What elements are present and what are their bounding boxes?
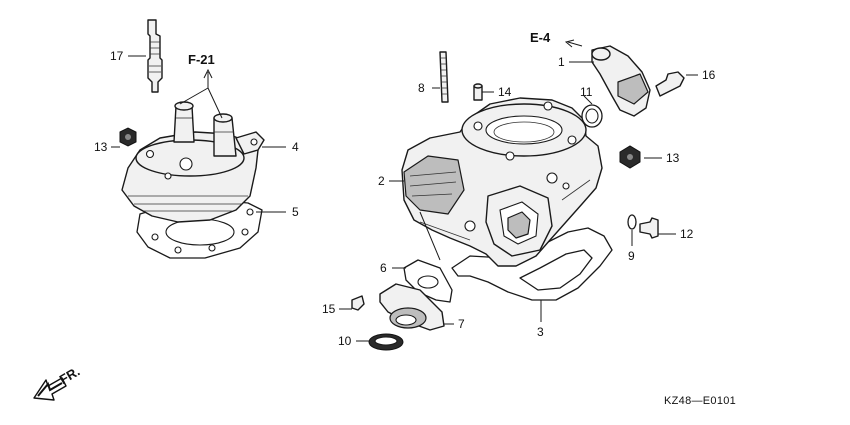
stud-bolt-group — [439, 51, 449, 103]
callout-10: 10 — [338, 334, 352, 348]
washer-bolt-group — [627, 214, 659, 239]
nut-13-right-group — [619, 145, 641, 169]
ref-e4-label: E-4 — [530, 30, 551, 45]
callout-4: 4 — [292, 140, 299, 154]
callout-2: 2 — [378, 174, 385, 188]
callout-11: 11 — [580, 85, 593, 99]
spark-plug-group — [147, 19, 163, 93]
callout-5: 5 — [292, 205, 299, 219]
bolt-15 — [351, 295, 365, 311]
callouts: 17 13 4 5 8 14 2 13 12 9 1 11 16 6 7 15 … — [94, 49, 716, 348]
dowel-pin-group — [473, 83, 483, 101]
callout-1: 1 — [558, 55, 565, 69]
callout-13-left: 13 — [94, 140, 108, 154]
intake-group — [351, 259, 453, 351]
callout-16: 16 — [702, 68, 716, 82]
reference-arrow-icon — [564, 39, 583, 48]
callout-12: 12 — [680, 227, 694, 241]
cylinder-group — [401, 97, 613, 301]
ref-f21-label: F-21 — [188, 52, 215, 67]
leader-lines — [111, 55, 698, 342]
callout-9: 9 — [628, 249, 635, 263]
washer-9 — [627, 214, 637, 230]
drawing-code: KZ48—E0101 — [664, 395, 736, 407]
callout-14: 14 — [498, 85, 512, 99]
reference-arrow-icon — [203, 68, 213, 88]
bolt-16 — [655, 71, 685, 97]
callout-13-right: 13 — [666, 151, 680, 165]
water-joint-group — [581, 45, 685, 128]
spark-plug — [147, 19, 163, 93]
callout-6: 6 — [380, 261, 387, 275]
callout-17: 17 — [110, 49, 124, 63]
bolt-12 — [639, 217, 659, 239]
callout-7: 7 — [458, 317, 465, 331]
ref-f21-group: F-21 — [179, 52, 223, 119]
callout-15: 15 — [322, 302, 336, 316]
cylinder-head-group — [119, 101, 265, 259]
callout-3: 3 — [537, 325, 544, 339]
ref-e4-group: E-4 — [530, 30, 583, 48]
callout-8: 8 — [418, 81, 425, 95]
front-arrow-group: FR. — [33, 364, 82, 401]
intake-insulator — [379, 283, 445, 331]
stud-bolt — [439, 51, 449, 103]
